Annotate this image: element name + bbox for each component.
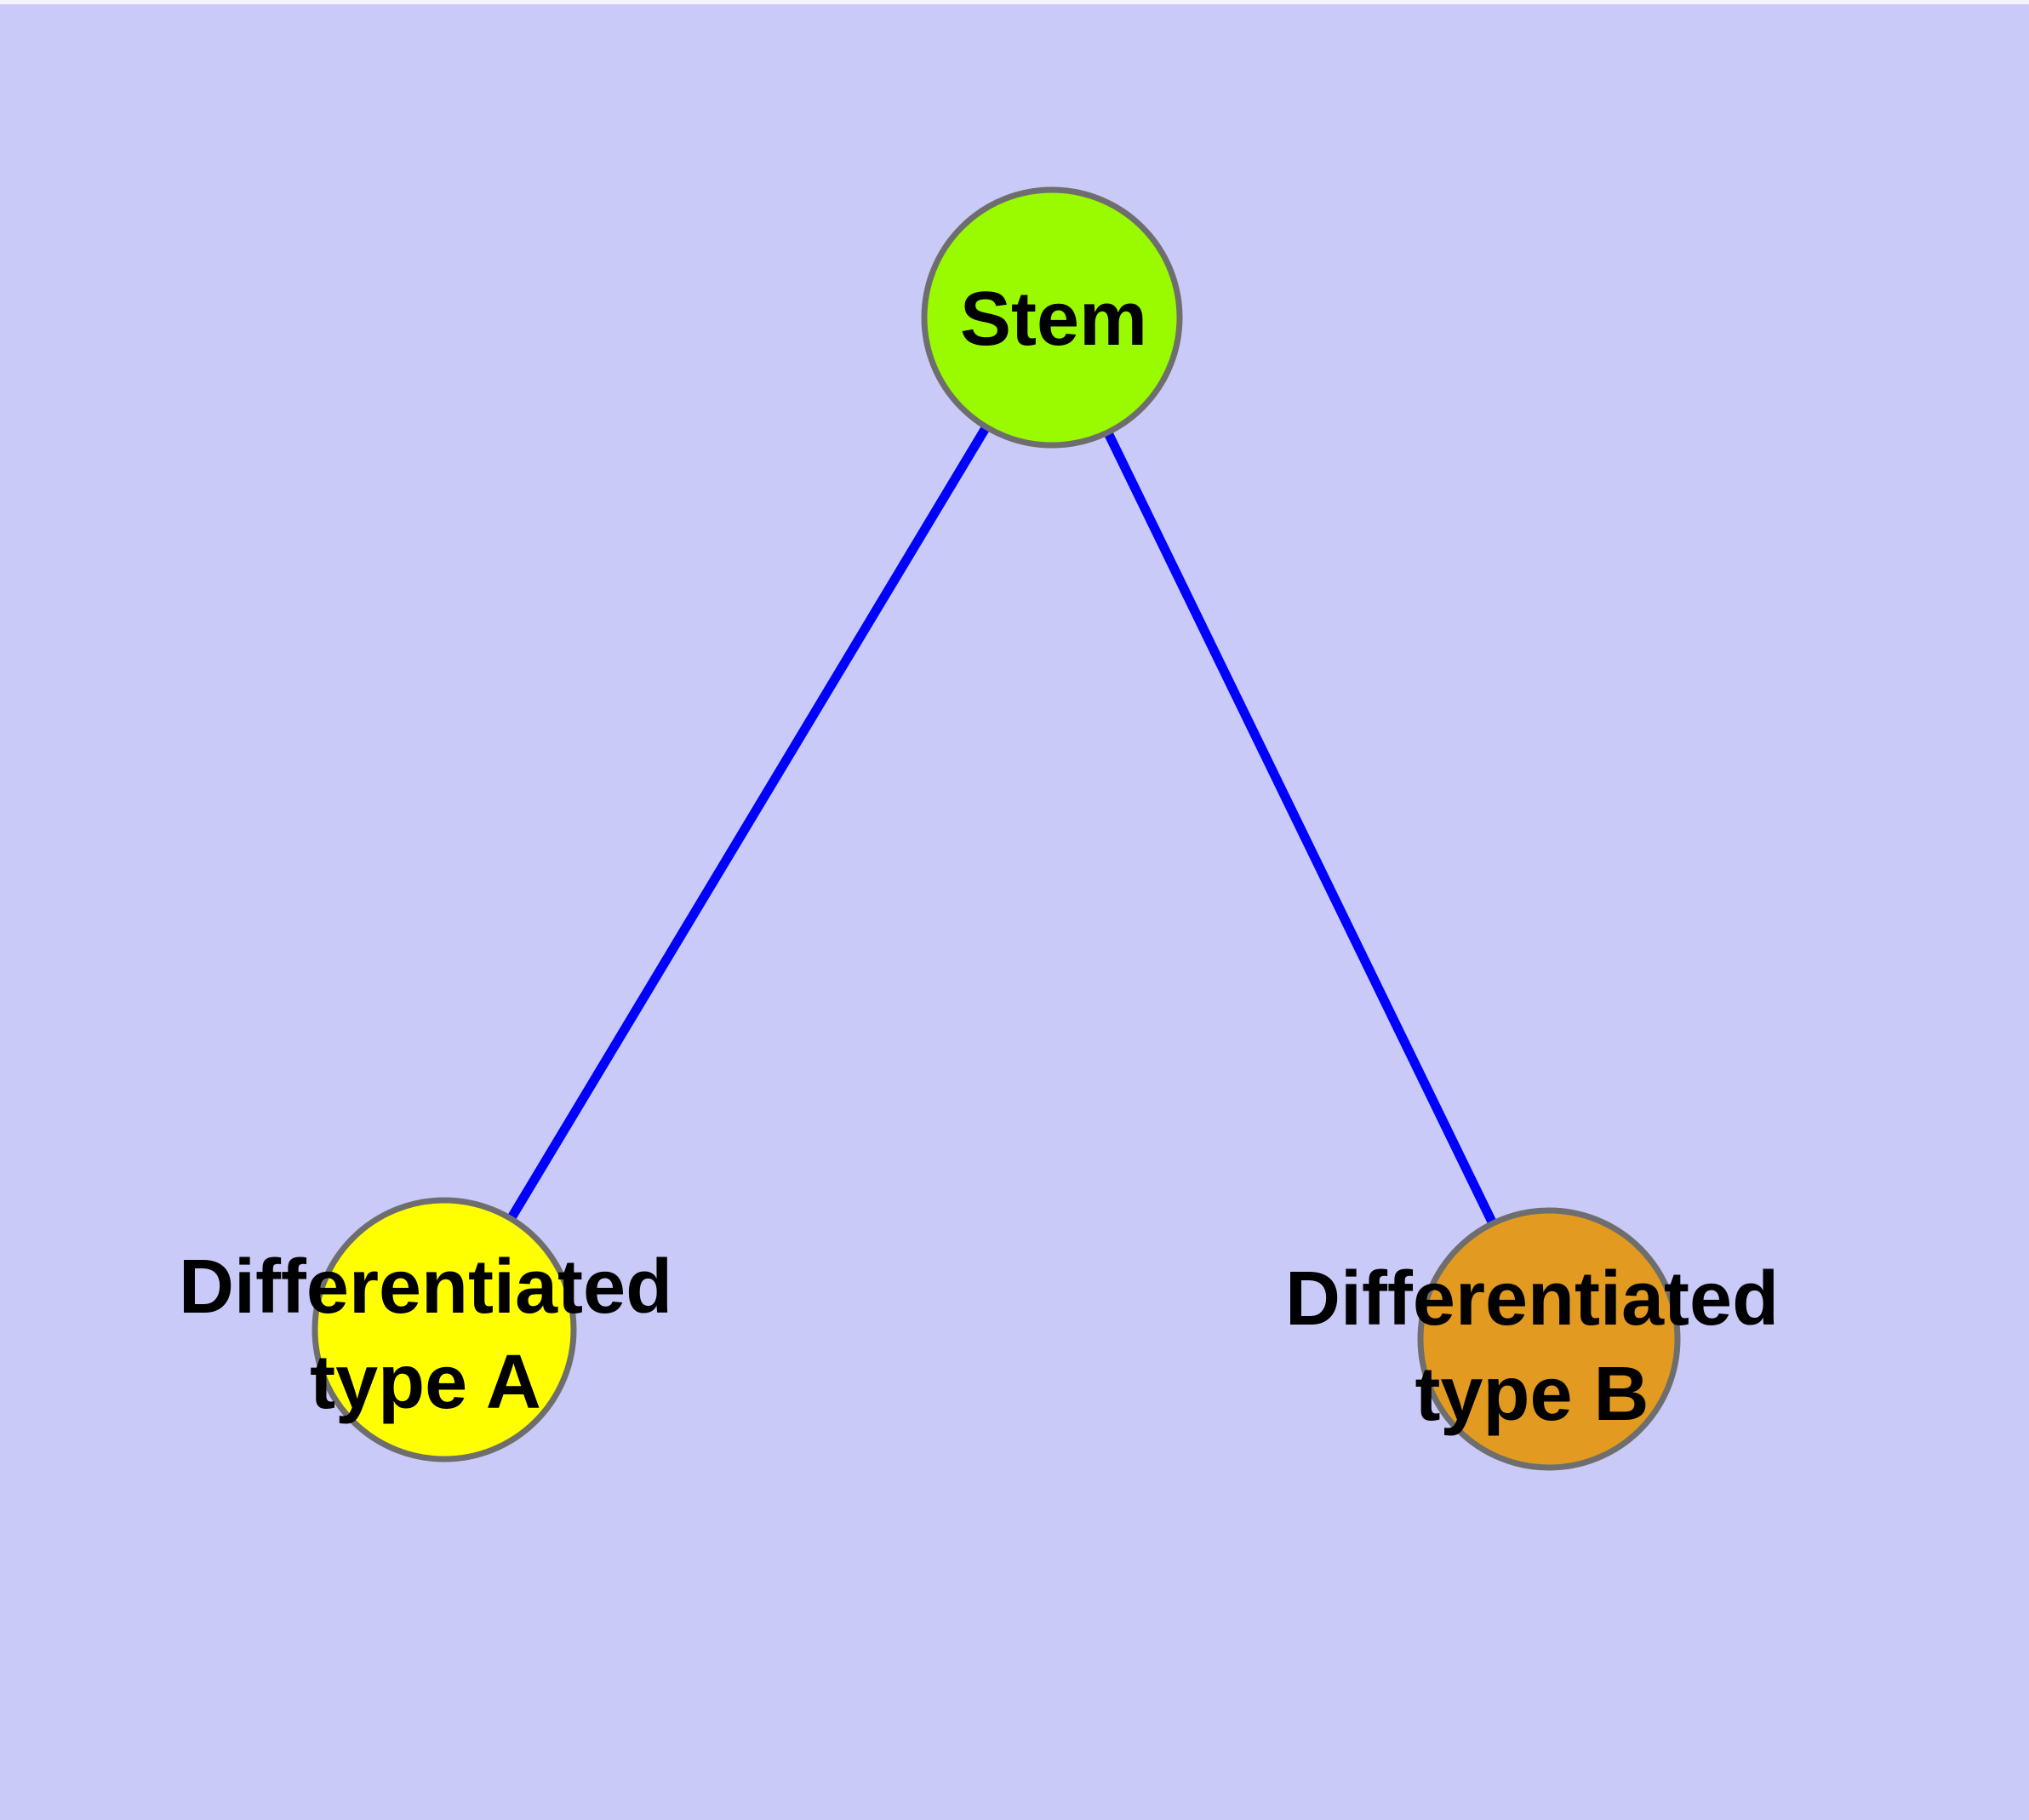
node-type-a-label: Differentiated type A <box>178 1245 673 1425</box>
node-type-b-circle[interactable] <box>1417 1207 1681 1471</box>
node-stem-label: Stem <box>959 277 1148 362</box>
node-stem-circle[interactable] <box>921 186 1183 449</box>
node-type-b-label: Differentiated type B <box>1284 1256 1780 1437</box>
edge-stem-to-type-b <box>1048 315 1553 1342</box>
node-type-a-circle[interactable] <box>311 1197 577 1462</box>
edge-stem-to-type-a <box>440 315 1056 1332</box>
window-top-edge <box>0 0 2029 4</box>
